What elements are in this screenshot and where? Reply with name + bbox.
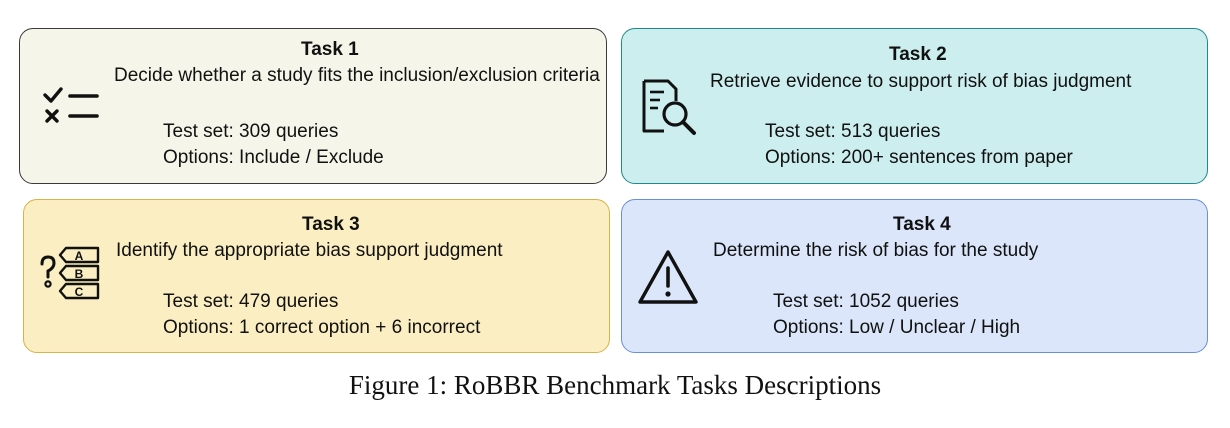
task-3-description: Identify the appropriate bias support ju…	[116, 240, 503, 261]
task-1-options: Options: Include / Exclude	[163, 147, 384, 168]
task-2-description: Retrieve evidence to support risk of bia…	[710, 71, 1132, 92]
task-1-title: Task 1	[301, 39, 359, 60]
checklist-icon	[42, 85, 102, 130]
task-4-title: Task 4	[893, 214, 951, 235]
task-2-options: Options: 200+ sentences from paper	[765, 147, 1073, 168]
figure-caption: Figure 1: RoBBR Benchmark Tasks Descript…	[348, 370, 882, 400]
task-3-title: Task 3	[302, 214, 360, 235]
warning-icon	[636, 248, 700, 311]
task-4-test-set: Test set: 1052 queries	[773, 291, 959, 312]
task-2-title: Task 2	[889, 44, 947, 65]
document-search-icon	[640, 77, 700, 142]
task-4-options: Options: Low / Unclear / High	[773, 317, 1021, 338]
task-4-description: Determine the risk of bias for the study	[713, 240, 1039, 261]
option-a-letter: A	[75, 249, 84, 263]
task-4-card: Task 4 Determine the risk of bias for th…	[621, 199, 1208, 353]
task-2-card: Task 2 Retrieve evidence to support risk…	[621, 28, 1208, 184]
task-3-test-set: Test set: 479 queries	[163, 291, 339, 312]
task-3-card: Task 3 A B C Identify the appropriate bi…	[23, 199, 610, 353]
option-c-letter: C	[75, 285, 84, 299]
option-b-letter: B	[75, 267, 84, 281]
task-1-card: Task 1 Decide whether a study fits the i…	[19, 28, 607, 184]
multiple-choice-icon: A B C	[36, 244, 102, 311]
task-2-test-set: Test set: 513 queries	[765, 121, 941, 142]
task-1-description: Decide whether a study fits the inclusio…	[114, 65, 600, 86]
task-1-test-set: Test set: 309 queries	[163, 121, 339, 142]
task-3-options: Options: 1 correct option + 6 incorrect	[163, 317, 481, 338]
